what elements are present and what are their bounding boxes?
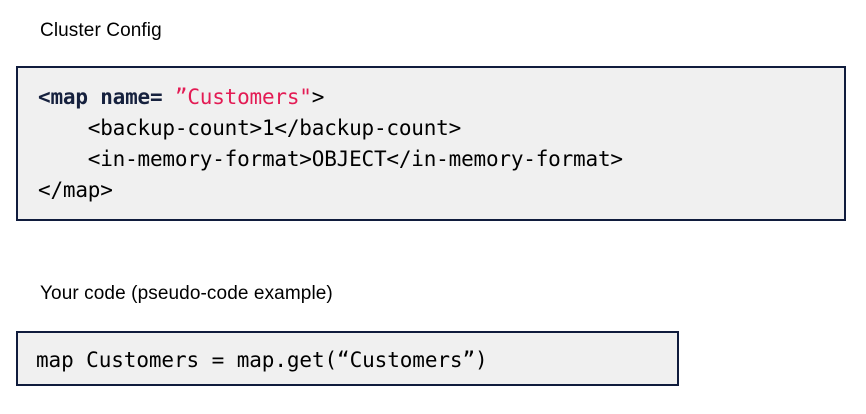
code-line: map Customers = map.get(“Customers”) xyxy=(36,345,677,375)
code-token-plain: <backup-count>1</backup-count> xyxy=(38,116,462,140)
code-line: <backup-count>1</backup-count> xyxy=(38,113,844,144)
your-code-code-block: map Customers = map.get(“Customers”) xyxy=(16,331,679,386)
code-token-string: ”Customers" xyxy=(174,85,312,109)
code-line: </map> xyxy=(38,175,844,206)
code-token-plain: > xyxy=(311,85,325,109)
code-line: <map name= ”Customers"> xyxy=(38,82,844,113)
cluster-config-heading: Cluster Config xyxy=(40,20,162,41)
your-code-heading: Your code (pseudo-code example) xyxy=(40,283,333,304)
code-token-plain: map Customers = map.get(“Customers”) xyxy=(36,348,488,372)
code-token-plain: </map> xyxy=(38,178,113,202)
code-token-plain: <in-memory-format>OBJECT</in-memory-form… xyxy=(38,147,623,171)
code-line: <in-memory-format>OBJECT</in-memory-form… xyxy=(38,144,844,175)
cluster-config-code-block: <map name= ”Customers"> <backup-count>1<… xyxy=(16,66,846,221)
code-token-tag: <map name= xyxy=(38,85,175,109)
